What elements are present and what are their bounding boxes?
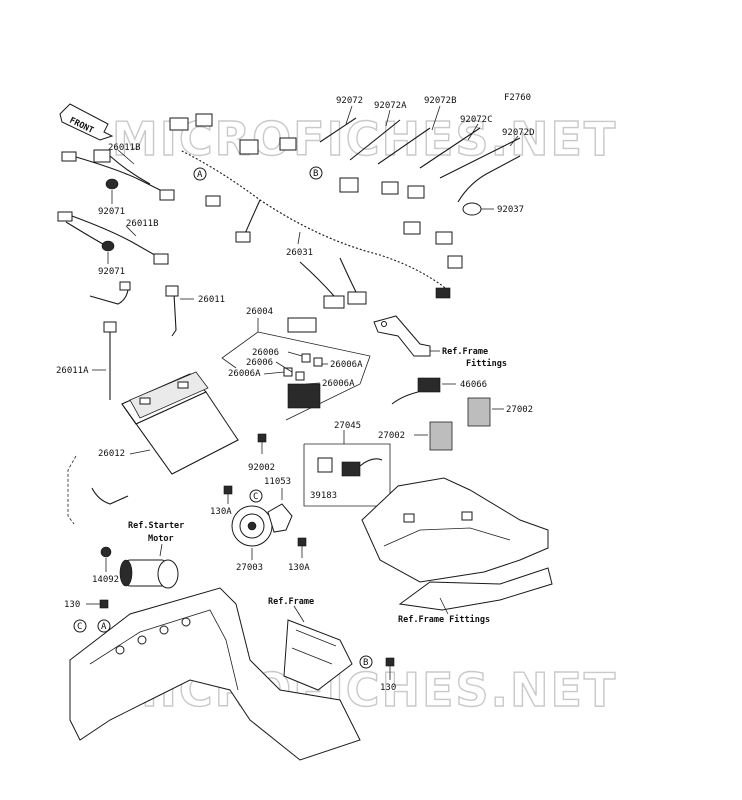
cable-ties-icon — [319, 117, 521, 216]
ref-frame: Ref.Frame — [268, 597, 314, 607]
starter-motor-icon — [119, 559, 179, 589]
part-26012: 26012 — [98, 449, 125, 459]
switch-icon — [317, 457, 383, 477]
ref-frame-fittings-1: Ref.Frame — [442, 347, 488, 357]
part-92072A: 92072A — [374, 101, 407, 111]
part-39183: 39183 — [310, 491, 337, 501]
part-26011B-lower: 26011B — [126, 219, 159, 229]
fuse-box-icon — [283, 317, 323, 409]
part-26006-2: 26006 — [246, 358, 273, 368]
part-92037: 92037 — [497, 205, 524, 215]
svg-text:A: A — [101, 622, 107, 632]
part-26031: 26031 — [286, 248, 313, 258]
part-130-left: 130 — [64, 600, 80, 610]
part-92072D: 92072D — [502, 128, 535, 138]
part-26011A: 26011A — [56, 366, 89, 376]
part-27002-left: 27002 — [378, 431, 405, 441]
bolt-130A-top-icon — [223, 485, 233, 495]
part-26006A-1: 26006A — [330, 360, 363, 370]
bolt-92002-icon — [257, 433, 267, 454]
svg-text:B: B — [313, 169, 318, 179]
svg-text:C: C — [77, 622, 82, 632]
sub-harness-lower-icon — [57, 211, 169, 265]
part-27002-right: 27002 — [506, 405, 533, 415]
part-14092: 14092 — [92, 575, 119, 585]
nut-14092-icon — [100, 546, 112, 558]
part-130-right: 130 — [380, 683, 396, 693]
part-92071-lower: 92071 — [98, 267, 125, 277]
relay-27002-icon — [429, 397, 491, 451]
part-11053: 11053 — [264, 477, 291, 487]
part-26006-1: 26006 — [252, 348, 279, 358]
callout-a-top: A — [193, 167, 207, 181]
bracket-icon — [373, 315, 431, 357]
part-46066: 46066 — [460, 380, 487, 390]
part-26011B-top: 26011B — [108, 143, 141, 153]
callout-b-top: B — [309, 166, 323, 180]
bolt-130-left-icon — [99, 599, 109, 609]
part-130A-bottom: 130A — [288, 563, 310, 573]
svg-text:C: C — [253, 492, 258, 502]
horn-icon — [231, 503, 293, 547]
ref-starter-motor: Ref.Starter — [128, 521, 184, 531]
part-92071-top: 92071 — [98, 207, 125, 217]
svg-text:B: B — [363, 658, 368, 668]
main-harness-icon — [169, 113, 463, 309]
bolt-130-right-icon — [385, 657, 395, 667]
part-26011: 26011 — [198, 295, 225, 305]
ref-frame-fittings-1b: Fittings — [466, 358, 507, 369]
bolt-130A-bottom-icon — [297, 537, 307, 547]
battery-icon — [121, 371, 239, 475]
part-26006A-2: 26006A — [228, 369, 261, 379]
callout-a-bottom: A — [97, 619, 111, 633]
cover-tray-icon — [361, 477, 553, 611]
battery-lead-icon — [89, 281, 179, 400]
frame-icon — [69, 587, 361, 761]
part-27045: 27045 — [334, 421, 361, 431]
sensor-46066-icon — [391, 377, 441, 405]
ref-frame-fittings-2: Ref.Frame Fittings — [398, 614, 490, 625]
part-92072B: 92072B — [424, 96, 457, 106]
part-92072: 92072 — [336, 96, 363, 106]
callout-c-mid: C — [249, 489, 263, 503]
callout-b-bottom: B — [359, 655, 373, 669]
part-92072C: 92072C — [460, 115, 493, 125]
part-27003: 27003 — [236, 563, 263, 573]
front-arrow-icon: FRONT — [59, 103, 114, 141]
ref-starter-motor-b: Motor — [148, 534, 174, 544]
part-92002: 92002 — [248, 463, 275, 473]
part-26006A-3: 26006A — [322, 379, 355, 389]
part-130A-top: 130A — [210, 507, 232, 517]
part-26004: 26004 — [246, 307, 273, 317]
figure-code: F2760 — [504, 93, 531, 103]
svg-text:A: A — [197, 170, 203, 180]
callout-c-bottom: C — [73, 619, 87, 633]
sub-harness-top-icon — [61, 149, 175, 201]
